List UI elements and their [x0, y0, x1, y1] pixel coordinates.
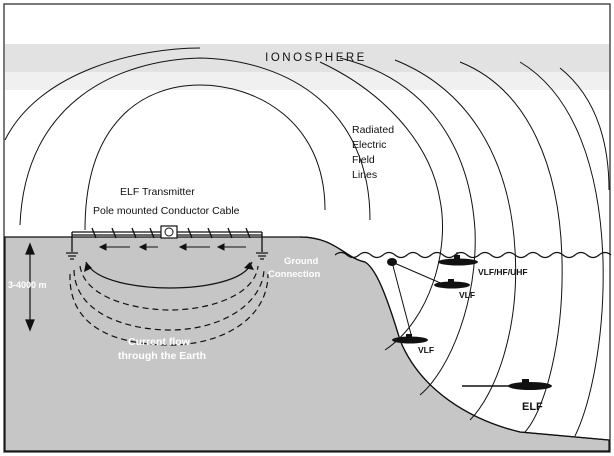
ground-connection-label-line1: Ground: [284, 256, 318, 267]
vlf-hf-uhf-label: VLF/HF/UHF: [478, 267, 528, 277]
ionosphere-haze: [5, 72, 609, 90]
seabed-outline: [299, 236, 610, 441]
ground-connection-icon-left: [66, 252, 78, 260]
submarine-vlf-upper-icon: [434, 279, 470, 289]
sea-signal-lines: [391, 261, 446, 339]
transmitter-station-icon: [160, 225, 178, 239]
conductor-cable: [71, 227, 263, 252]
field-lines-land: [4, 47, 371, 231]
radiated-label-line2: Electric: [352, 139, 386, 151]
submarine-vlf-lower-icon: [392, 334, 428, 344]
current-flow-loops: [69, 261, 269, 346]
ionosphere-label: IONOSPHERE: [265, 52, 367, 64]
radiated-label-line1: Radiated: [352, 124, 394, 136]
submarine-elf-icon: [462, 379, 552, 390]
field-lines-sea: [319, 57, 610, 437]
ionosphere-band: [5, 44, 609, 72]
ground-connection-label-line2: Connection: [268, 269, 320, 280]
current-flow-arrowheads: [84, 262, 254, 272]
current-flow-label-line1: Current flow: [128, 336, 191, 348]
buoy-icon: [387, 258, 397, 266]
radiated-label-line4: Lines: [352, 169, 377, 181]
vlf-lower-label: VLF: [418, 345, 434, 355]
pole-cable-label: Pole mounted Conductor Cable: [93, 205, 240, 217]
depth-label: 3-4000 m: [8, 280, 47, 290]
ground-connection-icon-right: [256, 252, 268, 260]
sea-surface: [334, 251, 612, 259]
elf-label: ELF: [522, 401, 543, 413]
submarine-surface-icon: [438, 252, 478, 266]
depth-indicator: [25, 242, 35, 332]
current-flow-label-line2: through the Earth: [118, 350, 206, 362]
cable-current-arrows: [98, 243, 246, 251]
elf-transmitter-label: ELF Transmitter: [120, 186, 195, 198]
radiated-label-line3: Field: [352, 154, 375, 166]
vlf-upper-label: VLF: [459, 290, 475, 300]
